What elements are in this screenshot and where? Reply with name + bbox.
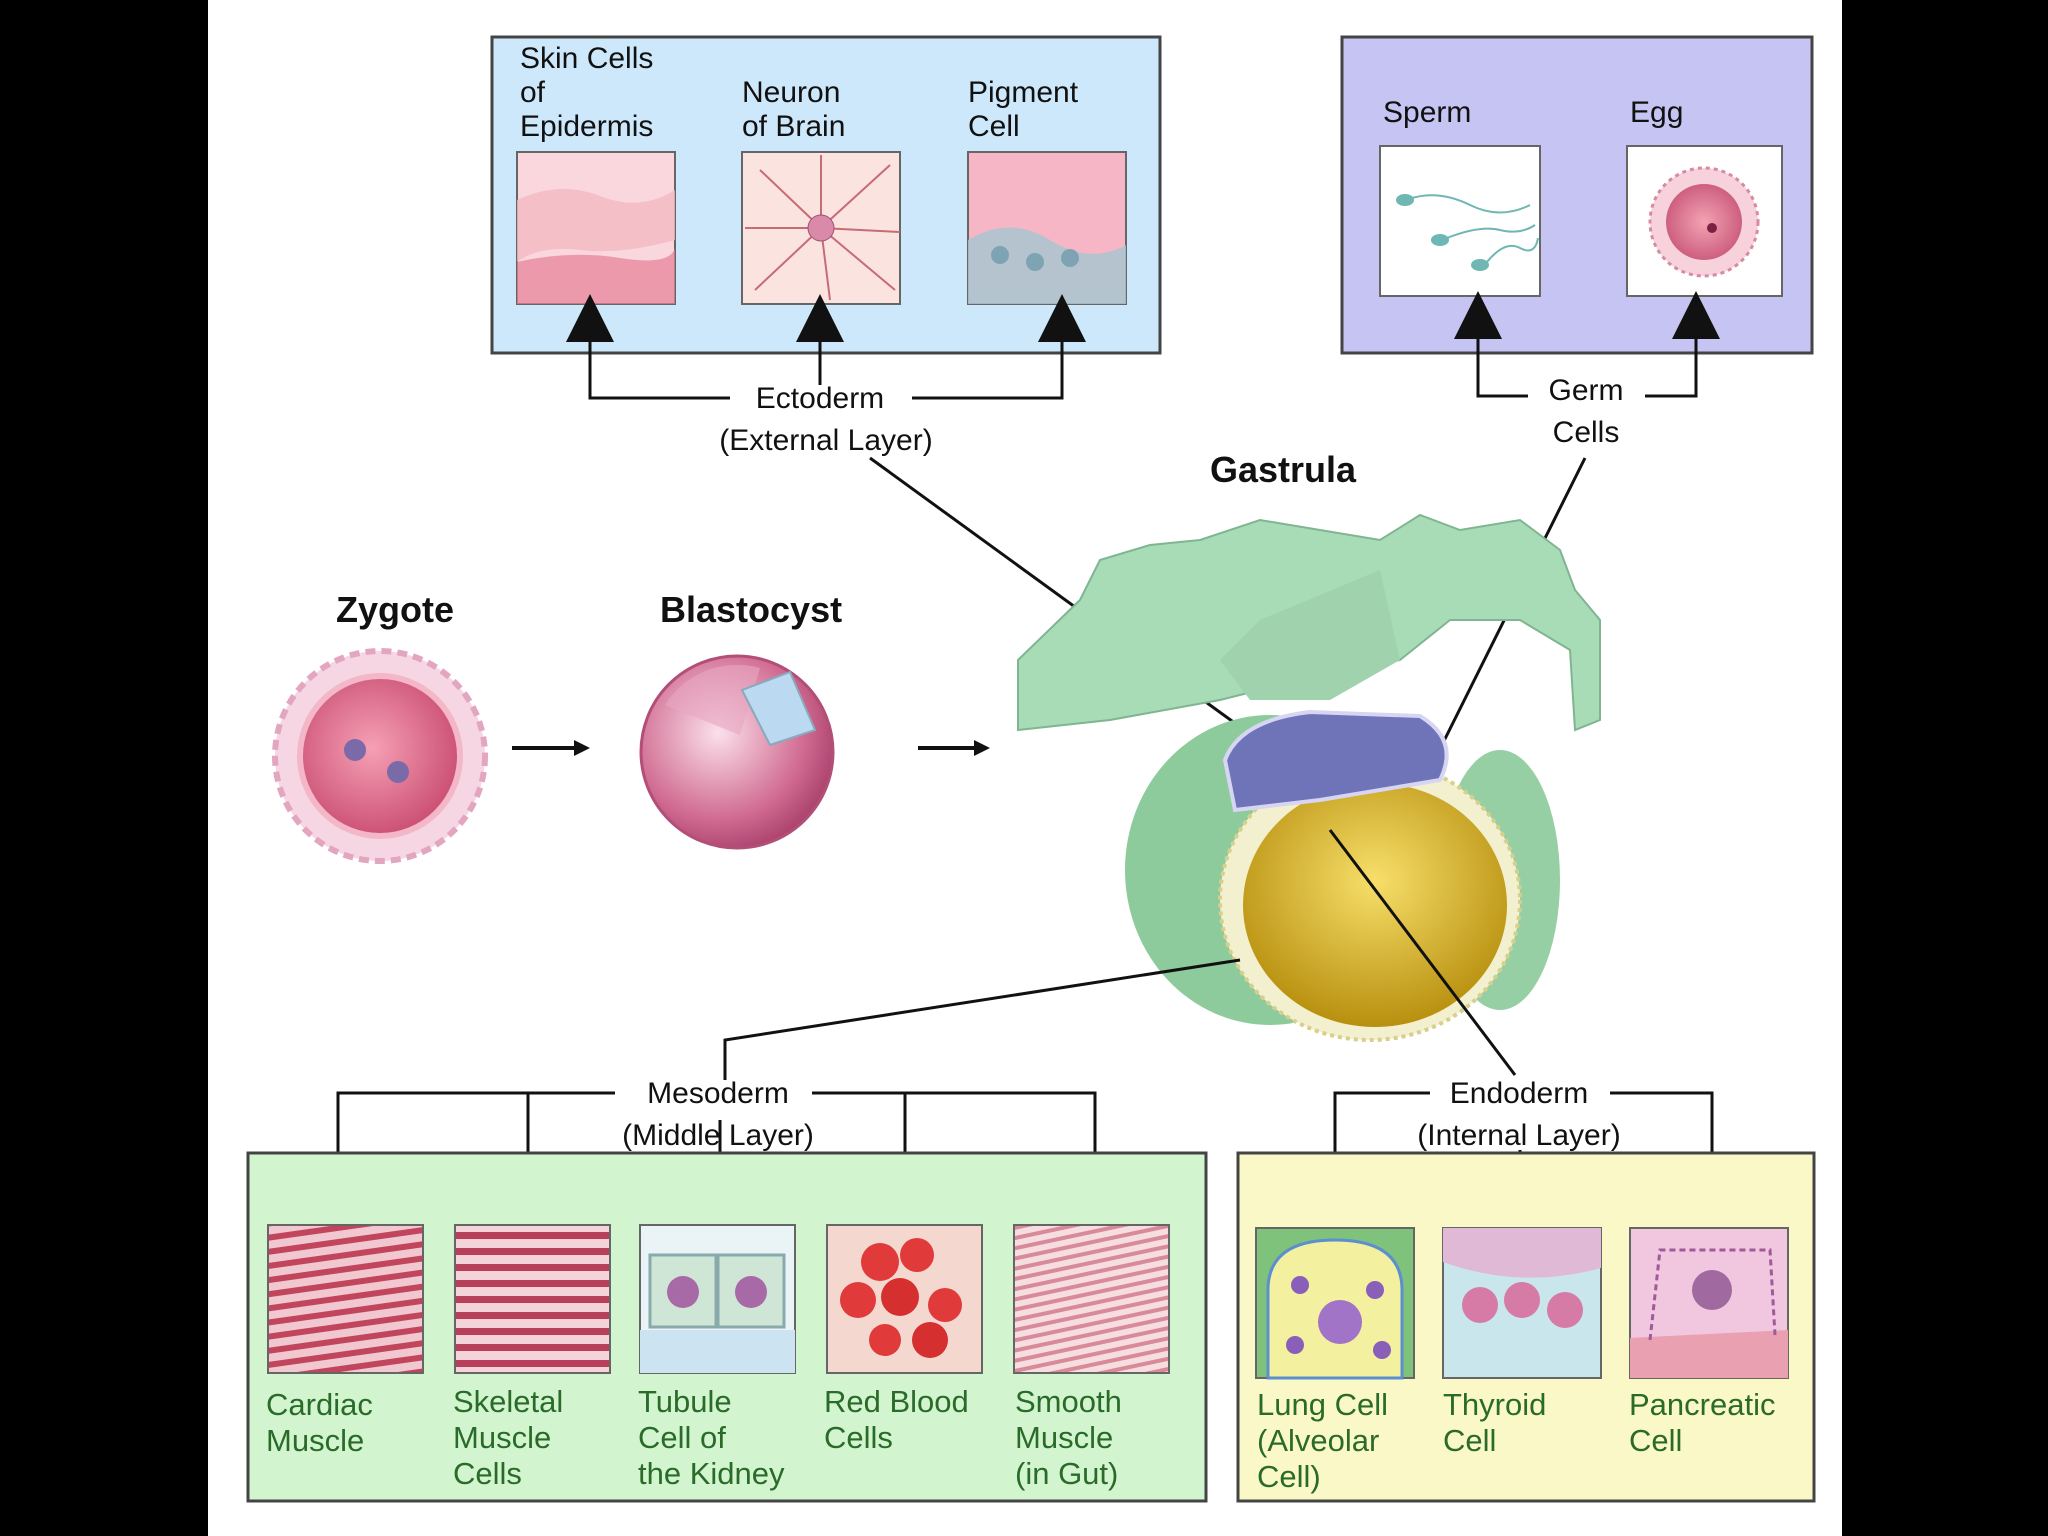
smooth-muscle-label: Smooth Muscle (in Gut)	[1015, 1384, 1130, 1491]
gastrula-image	[1017, 513, 1601, 1042]
germ-label-line1: Germ	[1549, 374, 1624, 407]
red-blood-cells-label: Red Blood Cells	[824, 1384, 977, 1455]
smooth-muscle-image	[1013, 1224, 1170, 1374]
blastocyst-title: Blastocyst	[660, 589, 842, 630]
neuron-image	[741, 151, 901, 305]
gastrula-title: Gastrula	[1210, 449, 1357, 490]
stage-arrow-2	[918, 740, 990, 756]
egg-label: Egg	[1630, 96, 1683, 129]
lung-cell-label: Lung Cell (Alveolar Cell)	[1257, 1387, 1397, 1494]
stage-arrow-1	[512, 740, 590, 756]
pancreatic-cell-image	[1629, 1227, 1789, 1379]
pigment-cell-image	[967, 151, 1127, 305]
zygote-title: Zygote	[336, 589, 454, 630]
germ-cells-connector	[1420, 291, 1720, 786]
skin-cells-label: Skin Cells of Epidermis	[520, 42, 662, 143]
pancreatic-cell-label: Pancreatic Cell	[1629, 1387, 1784, 1458]
gastrula-leader-lines	[723, 829, 1517, 1080]
ectoderm-label: Ectoderm	[756, 382, 884, 415]
neuron-label: Neuron of Brain	[742, 76, 849, 143]
red-blood-cells-image	[826, 1224, 983, 1374]
mesoderm-desc: (Middle Layer)	[622, 1119, 814, 1152]
endoderm-derivatives-panel: Lung Cell (Alveolar Cell) Thyroid Cell P…	[1236, 1151, 1816, 1503]
ectoderm-derivatives-panel: Skin Cells of Epidermis Neuron of Brain …	[490, 35, 1162, 355]
cardiac-muscle-label: Cardiac Muscle	[266, 1387, 381, 1458]
cardiac-muscle-image	[267, 1224, 424, 1374]
endoderm-label: Endoderm	[1450, 1077, 1588, 1110]
mesoderm-label: Mesoderm	[647, 1077, 789, 1110]
germ-label-line2: Cells	[1553, 416, 1620, 449]
kidney-tubule-image	[639, 1224, 796, 1374]
sperm-label: Sperm	[1383, 96, 1471, 129]
thyroid-cell-image	[1442, 1227, 1602, 1379]
endoderm-desc: (Internal Layer)	[1417, 1119, 1620, 1152]
skeletal-muscle-label: Skeletal Muscle Cells	[453, 1384, 572, 1491]
blastocyst-image	[639, 654, 835, 850]
mesoderm-derivatives-panel: Cardiac Muscle Skeletal Muscle Cells Tub…	[246, 1151, 1208, 1503]
skin-cell-image	[516, 151, 676, 305]
ectoderm-desc: (External Layer)	[719, 424, 932, 457]
thyroid-cell-label: Thyroid Cell	[1443, 1387, 1555, 1458]
zygote-image	[272, 648, 488, 864]
kidney-tubule-label: Tubule Cell of the Kidney	[638, 1384, 785, 1491]
pigment-cell-label: Pigment Cell	[968, 76, 1086, 143]
egg-image	[1626, 145, 1783, 297]
germ-cells-panel: Sperm Egg	[1340, 35, 1814, 355]
lung-cell-image	[1255, 1227, 1415, 1380]
sperm-image	[1379, 145, 1541, 297]
skeletal-muscle-image	[454, 1224, 611, 1374]
